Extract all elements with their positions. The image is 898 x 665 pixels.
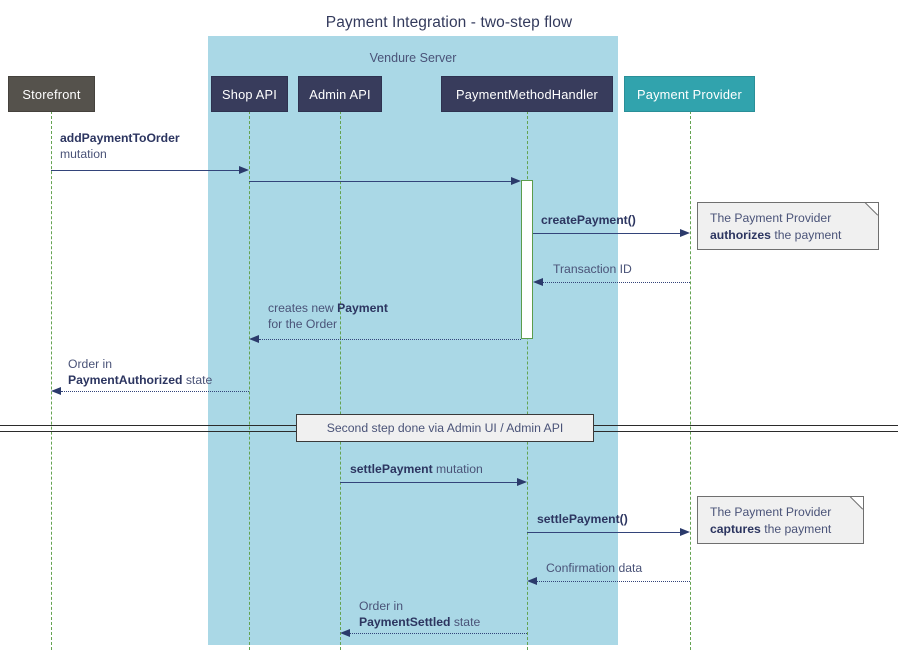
message-label-bold-add-payment-to-order: addPaymentToOrder	[60, 131, 180, 145]
participant-label-admin-api: Admin API	[309, 86, 371, 102]
message-arrow-create-payment	[680, 229, 690, 237]
lifeline-payment-method-handler	[527, 111, 528, 650]
message-label-confirmation-data: Confirmation data	[546, 560, 642, 576]
message-label-transaction-id: Transaction ID	[553, 261, 632, 277]
participant-label-shop-api: Shop API	[222, 86, 277, 102]
lifeline-shop-api	[249, 111, 250, 650]
diagram-title: Payment Integration - two-step flow	[325, 14, 573, 31]
note-capture-line2: the payment	[760, 522, 832, 536]
message-line-transaction-id	[543, 282, 690, 283]
message-label-plain-order-payment-authorized: Order in	[68, 357, 113, 371]
lifeline-storefront	[51, 111, 52, 650]
message-label-bold-creates-new-payment: Payment	[337, 301, 388, 315]
message-label-add-payment-to-order: addPaymentToOrder mutation	[60, 130, 180, 162]
message-arrow-order-payment-settled	[340, 629, 350, 637]
message-label-create-payment: createPayment()	[541, 212, 636, 228]
message-arrow-transaction-id	[533, 278, 543, 286]
participant-label-storefront: Storefront	[22, 86, 81, 102]
message-arrow-creates-new-payment	[249, 335, 259, 343]
message-line-order-payment-settled	[350, 633, 527, 634]
message-line-order-payment-authorized	[61, 391, 249, 392]
divider-label-second-step: Second step done via Admin UI / Admin AP…	[296, 414, 594, 442]
participant-shop-api[interactable]: Shop API	[211, 76, 288, 112]
message-arrow-order-payment-authorized	[51, 387, 61, 395]
participant-payment-provider[interactable]: Payment Provider	[624, 76, 755, 112]
note-authorize-line1: The Payment Provider	[710, 211, 832, 225]
participant-admin-api[interactable]: Admin API	[298, 76, 382, 112]
message-line-shop-api-to-handler	[249, 181, 511, 182]
message-label-order-payment-settled: Order in PaymentSettled state	[359, 598, 480, 630]
message-line-creates-new-payment	[259, 339, 521, 340]
message-label-plain-settle-payment-mutation: mutation	[432, 462, 483, 476]
note-capture-line1: The Payment Provider	[710, 505, 832, 519]
message-arrow-settle-payment-mutation	[517, 478, 527, 486]
lifeline-admin-api	[340, 111, 341, 650]
note-authorize-bold: authorizes	[710, 228, 771, 242]
message-label-bold-settle-payment-call: settlePayment()	[537, 512, 628, 526]
participant-storefront[interactable]: Storefront	[8, 76, 95, 112]
message-label-plain-transaction-id: Transaction ID	[553, 262, 632, 276]
message-label-bold-order-payment-authorized: PaymentAuthorized	[68, 373, 183, 387]
message-label-bold-create-payment: createPayment()	[541, 213, 636, 227]
message-label-creates-new-payment: creates new Payment for the Order	[268, 300, 388, 332]
message-label-plain-confirmation-data: Confirmation data	[546, 561, 643, 575]
note-capture-bold: captures	[710, 522, 761, 536]
note-authorize-line2: the payment	[770, 228, 842, 242]
message-label-plain-creates-new-payment: creates new	[268, 301, 338, 315]
message-label-settle-payment-mutation: settlePayment mutation	[350, 461, 483, 477]
group-box-vendure-server	[208, 36, 618, 645]
message-arrow-confirmation-data	[527, 577, 537, 585]
group-label-vendure-server: Vendure Server	[369, 51, 457, 65]
note-capture: The Payment Provider captures the paymen…	[697, 496, 864, 544]
message-label-plain2-creates-new-payment: for the Order	[268, 317, 338, 331]
message-label-bold-order-payment-settled: PaymentSettled	[359, 615, 451, 629]
message-line-add-payment-to-order	[51, 170, 239, 171]
message-label-bold-settle-payment-mutation: settlePayment	[350, 462, 433, 476]
participant-label-payment-method-handler: PaymentMethodHandler	[456, 86, 598, 102]
message-label-plain-add-payment-to-order: mutation	[60, 147, 107, 161]
message-line-settle-payment-mutation	[340, 482, 517, 483]
note-fold-line-icon	[861, 202, 879, 220]
participant-label-payment-provider: Payment Provider	[637, 86, 742, 102]
message-line-create-payment	[533, 233, 680, 234]
lifeline-payment-provider	[690, 111, 691, 650]
activation-bar-payment-method-handler	[521, 180, 533, 339]
message-label-settle-payment-call: settlePayment()	[537, 511, 628, 527]
message-line-confirmation-data	[537, 581, 690, 582]
message-line-settle-payment-call	[527, 532, 680, 533]
message-label-plain2-order-payment-settled: state	[450, 615, 481, 629]
message-label-order-payment-authorized: Order in PaymentAuthorized state	[68, 356, 212, 388]
message-arrow-add-payment-to-order	[239, 166, 249, 174]
message-arrow-settle-payment-call	[680, 528, 690, 536]
note-fold-line-icon-2	[846, 496, 864, 514]
message-label-plain2-order-payment-authorized: state	[182, 373, 213, 387]
note-authorize: The Payment Provider authorizes the paym…	[697, 202, 879, 250]
message-arrow-shop-api-to-handler	[511, 177, 521, 185]
participant-payment-method-handler[interactable]: PaymentMethodHandler	[441, 76, 613, 112]
divider-label-text: Second step done via Admin UI / Admin AP…	[326, 421, 564, 435]
message-label-plain-order-payment-settled: Order in	[359, 599, 404, 613]
